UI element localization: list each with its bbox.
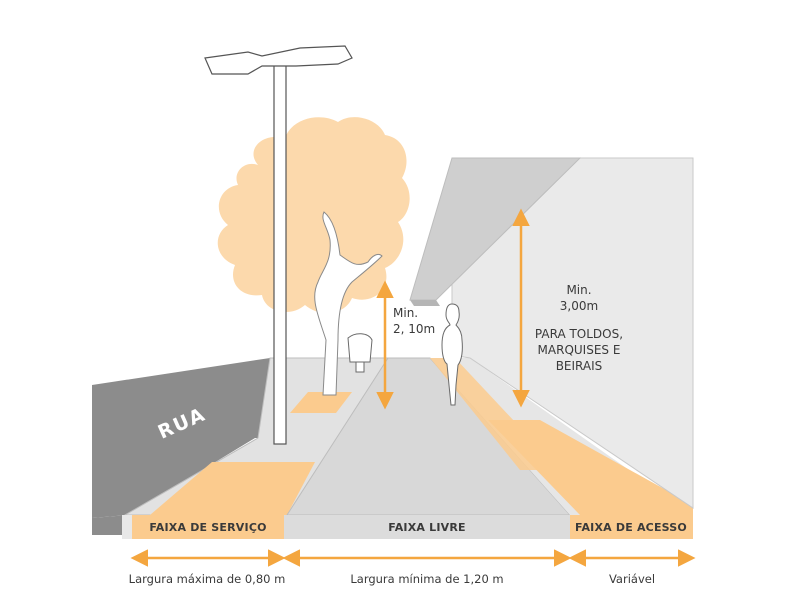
awning-note-line5: BEIRAIS [556,359,603,373]
free-band-label: FAIXA LIVRE [388,521,465,534]
free-width-label: Largura mínima de 1,20 m [350,572,503,586]
tree-trunk [314,211,383,396]
access-strip-stripe-front [488,420,693,515]
trash-bin-base [355,361,365,373]
street-surface-front [92,515,128,535]
pedestrian [441,303,463,406]
service-band-bg [132,515,284,539]
street-surface [92,358,292,518]
service-width-label: Largura máxima de 0,80 m [129,572,286,586]
awning-note-line2: 3,00m [560,299,598,313]
access-band-label: FAIXA DE ACESSO [575,521,687,534]
awning-note-line4: MARQUISES E [538,343,621,357]
awning-underside [410,300,440,306]
clearance-label-line1: Min. [393,306,418,320]
service-band-label: FAIXA DE SERVIÇO [149,521,266,534]
awning-note-line1: Min. [566,283,591,297]
tree-canopy [217,117,410,314]
clearance-label-line2: 2, 10m [393,322,435,336]
free-band-bg [284,515,570,539]
awning-note-line3: PARA TOLDOS, [535,327,623,341]
trash-bin [347,333,373,363]
street-lamp [204,45,353,75]
access-width-label: Variável [609,572,655,586]
light-pole [273,63,287,445]
service-strip-patch-front [150,462,315,515]
service-strip-patch-back [290,392,352,413]
band-left-edge [122,515,132,539]
access-band-bg [570,515,693,539]
